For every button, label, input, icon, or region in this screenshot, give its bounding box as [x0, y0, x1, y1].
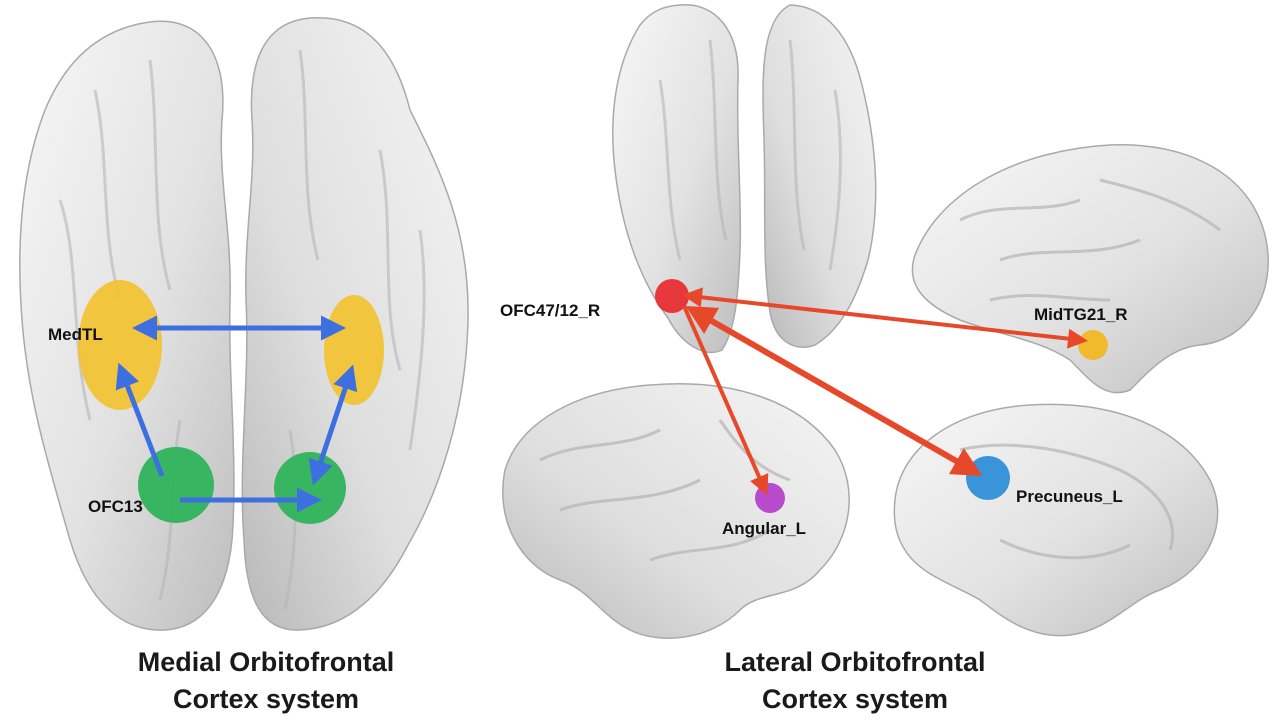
medial-connections	[115, 315, 358, 513]
precuneus-region	[966, 456, 1010, 500]
label-ofc47: OFC47/12_R	[500, 301, 600, 320]
ofc13-right-region	[274, 452, 346, 524]
angular-region	[755, 483, 785, 513]
arrow-ofc47-precuneus	[685, 306, 983, 476]
medtl-right-region	[324, 295, 384, 405]
arrow-ofc13-to-medtl-left	[115, 362, 165, 477]
medial-left-hemisphere	[893, 403, 1219, 637]
midtg-region	[1078, 330, 1108, 360]
lateral-connections	[682, 287, 1088, 496]
ofc13-left-region	[138, 447, 214, 523]
label-precuneus: Precuneus_L	[1016, 487, 1123, 506]
label-ofc13: OFC13	[88, 497, 143, 516]
label-medtl: MedTL	[48, 325, 103, 344]
label-midtg: MidTG21_R	[1034, 305, 1128, 324]
arrow-ofc47-angular	[682, 305, 769, 496]
medtl-left-region	[78, 280, 162, 410]
ventral-right-hemisphere-small	[762, 4, 877, 348]
caption-lateral-line2: Cortex system	[762, 684, 948, 714]
arrow-ofc13-to-medtl-right	[308, 364, 358, 486]
caption-medial-line2: Cortex system	[173, 684, 359, 714]
left-lateral-surface	[502, 382, 850, 639]
lateral-left-hemisphere	[502, 382, 850, 639]
caption-lateral-line1: Lateral Orbitofrontal	[724, 647, 985, 677]
ofc47-region	[655, 279, 689, 313]
label-angular: Angular_L	[722, 519, 806, 538]
caption-medial-line1: Medial Orbitofrontal	[138, 647, 395, 677]
lateral-ventral-brain	[612, 4, 877, 354]
